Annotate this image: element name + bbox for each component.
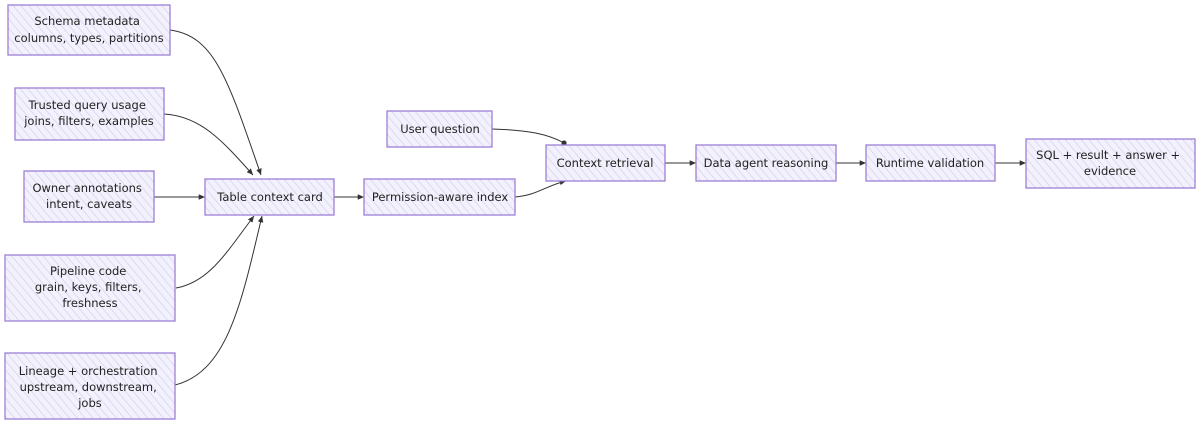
node-label-line: Schema metadata: [34, 14, 140, 28]
node-box: [204, 178, 335, 216]
node-box: [14, 87, 165, 141]
node-box: [545, 144, 666, 182]
node-runtime-validation[interactable]: Runtime validation: [865, 144, 996, 182]
node-label: Schema metadata columns, types, partitio…: [14, 14, 163, 45]
node-label: Table context card: [216, 190, 323, 204]
node-schema-metadata[interactable]: Schema metadata columns, types, partitio…: [7, 4, 171, 56]
node-box: [865, 144, 996, 182]
node-label-line: evidence: [1084, 164, 1136, 178]
node-table-context-card[interactable]: Table context card: [204, 178, 335, 216]
node-box: [7, 4, 171, 56]
node-label: Pipeline code grain, keys, filters, fres…: [35, 264, 145, 310]
node-box: [363, 178, 516, 216]
node-label: Runtime validation: [876, 156, 984, 170]
node-context-retrieval[interactable]: Context retrieval: [545, 144, 666, 182]
node-label-line: Lineage + orchestration: [19, 364, 158, 378]
node-pipeline-code[interactable]: Pipeline code grain, keys, filters, fres…: [4, 254, 176, 322]
node-label-line: columns, types, partitions: [14, 31, 163, 45]
node-label-line: Table context card: [216, 190, 323, 204]
node-data-agent-reasoning[interactable]: Data agent reasoning: [695, 144, 837, 182]
node-box: [4, 352, 176, 420]
node-trusted-query-usage[interactable]: Trusted query usage joins, filters, exam…: [14, 87, 165, 141]
node-label-line: intent, caveats: [46, 197, 132, 211]
node-label-line: User question: [400, 122, 480, 136]
node-label-line: jobs: [77, 396, 102, 410]
node-label-line: grain, keys, filters,: [35, 280, 142, 294]
node-box: [1025, 138, 1196, 189]
node-label: Trusted query usage joins, filters, exam…: [23, 98, 154, 128]
node-box: [4, 254, 176, 322]
node-user-question[interactable]: User question: [386, 110, 493, 148]
node-label: Data agent reasoning: [704, 156, 829, 170]
node-box: [23, 170, 155, 223]
node-label-line: upstream, downstream,: [20, 380, 157, 394]
node-permission-aware-index[interactable]: Permission-aware index: [363, 178, 516, 216]
edge-question-endpoint-dot: [561, 140, 567, 146]
edge-question-to-retrieval: [491, 128, 565, 144]
node-label: Permission-aware index: [372, 190, 509, 204]
node-label-line: Trusted query usage: [27, 98, 145, 112]
node-label: SQL + result + answer + evidence: [1036, 148, 1184, 178]
node-label: Owner annotations intent, caveats: [32, 181, 145, 211]
node-box: [695, 144, 837, 182]
nodes-layer: Schema metadata columns, types, partitio…: [4, 4, 1196, 420]
edge-index-to-retrieval: [514, 179, 567, 198]
edge-trusted-to-card: [163, 113, 254, 176]
node-label: Lineage + orchestration upstream, downst…: [19, 364, 162, 410]
node-label: User question: [400, 122, 480, 136]
node-label-line: freshness: [62, 296, 117, 310]
node-owner-annotations[interactable]: Owner annotations intent, caveats: [23, 170, 155, 223]
node-label-line: Context retrieval: [557, 156, 654, 170]
node-label-line: Permission-aware index: [372, 190, 509, 204]
node-box: [386, 110, 493, 148]
edge-lineage-to-card: [174, 215, 264, 386]
node-label-line: Owner annotations: [32, 181, 141, 195]
node-label: Context retrieval: [557, 156, 654, 170]
edge-schema-to-card: [169, 29, 262, 176]
node-label-line: Runtime validation: [876, 156, 984, 170]
edge-pipeline-to-card: [175, 215, 255, 289]
node-label-line: Pipeline code: [50, 264, 126, 278]
node-label-line: joins, filters, examples: [23, 114, 154, 128]
node-label-line: SQL + result + answer +: [1036, 148, 1180, 162]
node-label-line: Data agent reasoning: [704, 156, 829, 170]
node-lineage-orchestration[interactable]: Lineage + orchestration upstream, downst…: [4, 352, 176, 420]
node-sql-result-answer-evidence[interactable]: SQL + result + answer + evidence: [1025, 138, 1196, 189]
edges-layer: [154, 29, 1026, 386]
